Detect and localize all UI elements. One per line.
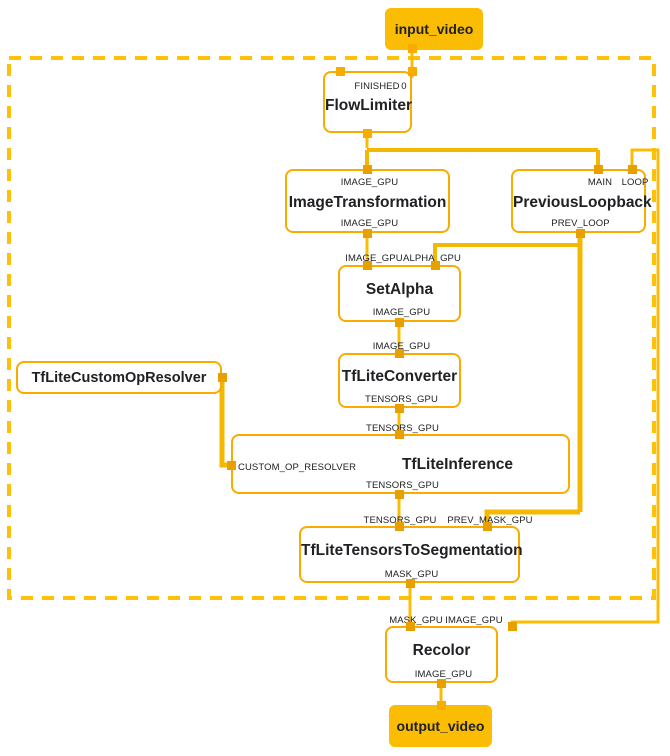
- port-segmentation-prev-in: [483, 522, 492, 531]
- node-tflite-inference-label: TfLiteInference: [401, 456, 514, 473]
- port-imagetransform-in: [363, 165, 372, 174]
- label-loopback-loop: LOOP: [621, 177, 649, 188]
- node-tflite-custom-op-resolver[interactable]: TfLiteCustomOpResolver: [16, 361, 222, 394]
- port-inference-side-in: [227, 461, 236, 470]
- label-segmentation-out: MASK_GPU: [384, 569, 439, 580]
- port-setalpha-alpha-in: [431, 261, 440, 270]
- port-recolor-out: [437, 679, 446, 688]
- port-inference-in: [395, 430, 404, 439]
- node-recolor[interactable]: MASK_GPU IMAGE_GPU Recolor IMAGE_GPU: [385, 615, 503, 683]
- label-setalpha-in-image: IMAGE_GPU: [345, 253, 403, 264]
- port-segmentation-out: [406, 579, 415, 588]
- port-output-video-in: [437, 701, 446, 710]
- node-previous-loopback[interactable]: MAIN LOOP PreviousLoopback PREV_LOOP: [511, 169, 652, 233]
- label-flowlimiter-zero: 0: [401, 81, 407, 92]
- label-inference-in: TENSORS_GPU: [366, 423, 439, 434]
- port-loopback-out: [576, 229, 585, 238]
- label-flowlimiter-finished: FINISHED: [354, 81, 400, 92]
- port-recolor-image-in: [508, 622, 517, 631]
- label-loopback-out: PREV_LOOP: [551, 218, 610, 229]
- node-tflite-converter-label: TfLiteConverter: [341, 368, 458, 385]
- label-imagetransform-out: IMAGE_GPU: [340, 218, 399, 229]
- label-converter-out: TENSORS_GPU: [365, 394, 438, 405]
- port-loopback-main-in: [594, 165, 603, 174]
- label-recolor-out: IMAGE_GPU: [414, 669, 473, 680]
- port-flowlimiter-0-in: [408, 67, 417, 76]
- node-tflite-tensors-to-segmentation[interactable]: TENSORS_GPU PREV_MASK_GPU TfLiteTensorsT…: [299, 515, 533, 583]
- node-previous-loopback-label: PreviousLoopback: [513, 194, 652, 211]
- stream-input-video-label: input_video: [394, 21, 474, 37]
- node-flow-limiter-label: FlowLimiter: [325, 97, 412, 114]
- node-tflite-custom-op-resolver-label: TfLiteCustomOpResolver: [31, 370, 207, 386]
- label-segmentation-prev: PREV_MASK_GPU: [447, 515, 533, 526]
- port-resolver-out: [218, 373, 227, 382]
- node-tflite-tensors-to-segmentation-label: TfLiteTensorsToSegmentation: [301, 542, 523, 559]
- label-recolor-in-image: IMAGE_GPU: [445, 615, 503, 626]
- port-imagetransform-out: [363, 229, 372, 238]
- stream-input-video[interactable]: input_video: [385, 8, 483, 50]
- label-imagetransform-in: IMAGE_GPU: [340, 177, 399, 188]
- port-flowlimiter-out: [363, 129, 372, 138]
- port-segmentation-in: [395, 522, 404, 531]
- port-setalpha-image-in: [363, 261, 372, 270]
- label-inference-side: CUSTOM_OP_RESOLVER: [238, 462, 357, 473]
- label-setalpha-in-alpha: ALPHA_GPU: [403, 253, 461, 264]
- label-inference-out: TENSORS_GPU: [366, 480, 439, 491]
- label-setalpha-out: IMAGE_GPU: [372, 307, 431, 318]
- node-tflite-converter[interactable]: IMAGE_GPU TfLiteConverter TENSORS_GPU: [338, 341, 461, 408]
- label-loopback-main: MAIN: [587, 177, 613, 188]
- port-converter-out: [395, 404, 404, 413]
- port-converter-in: [395, 349, 404, 358]
- port-flowlimiter-finished-in: [336, 67, 345, 76]
- stream-output-video[interactable]: output_video: [389, 705, 492, 747]
- port-setalpha-out: [395, 318, 404, 327]
- node-set-alpha-label: SetAlpha: [365, 281, 434, 298]
- port-inference-out: [395, 490, 404, 499]
- node-image-transformation-label: ImageTransformation: [288, 194, 447, 211]
- port-loopback-loop-in: [628, 165, 637, 174]
- node-image-transformation[interactable]: IMAGE_GPU ImageTransformation IMAGE_GPU: [285, 169, 450, 233]
- label-segmentation-in: TENSORS_GPU: [363, 515, 437, 526]
- node-flow-limiter[interactable]: FINISHED 0 FlowLimiter: [323, 71, 412, 133]
- port-input-video-out: [408, 44, 417, 53]
- label-converter-in: IMAGE_GPU: [372, 341, 431, 352]
- node-tflite-inference[interactable]: TENSORS_GPU CUSTOM_OP_RESOLVER TfLiteInf…: [231, 423, 570, 494]
- port-recolor-mask-in: [406, 622, 415, 631]
- node-set-alpha[interactable]: IMAGE_GPU ALPHA_GPU SetAlpha IMAGE_GPU: [338, 253, 461, 322]
- node-recolor-label: Recolor: [412, 642, 471, 659]
- stream-output-video-label: output_video: [396, 718, 485, 734]
- label-recolor-in-mask: MASK_GPU: [389, 615, 443, 626]
- dashed-subgraph-boundary: [7, 56, 656, 600]
